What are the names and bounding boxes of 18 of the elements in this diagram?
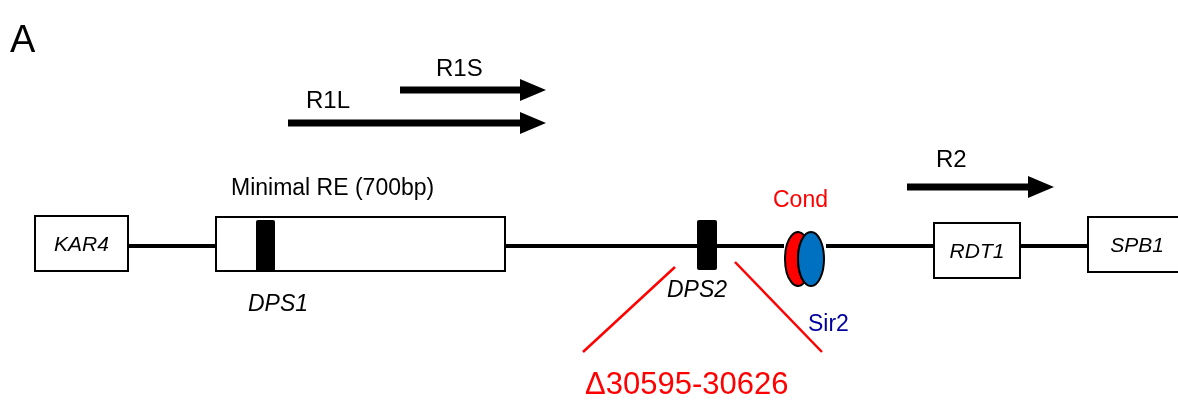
- element-label: DPS2: [667, 278, 728, 301]
- gene-box: RDT1: [933, 222, 1021, 279]
- gene-box: SPB1: [1087, 216, 1178, 273]
- dna-line: [1021, 244, 1087, 248]
- protein-label: Sir2: [808, 312, 849, 335]
- element-label: DPS1: [248, 292, 309, 315]
- panel-letter: A: [10, 20, 36, 58]
- dna-line: [717, 244, 784, 248]
- transcript-label: R2: [936, 147, 967, 171]
- protein-label: Cond: [773, 188, 828, 211]
- transcript-label: R1S: [436, 56, 483, 80]
- dna-line: [826, 244, 933, 248]
- gene-box: KAR4: [34, 215, 129, 272]
- dna-line: [129, 244, 215, 248]
- dna-line: [506, 244, 697, 248]
- deletion-label: Δ30595-30626: [585, 368, 789, 399]
- transcript-label: R1L: [306, 88, 351, 112]
- region-heading: Minimal RE (700bp): [231, 176, 435, 199]
